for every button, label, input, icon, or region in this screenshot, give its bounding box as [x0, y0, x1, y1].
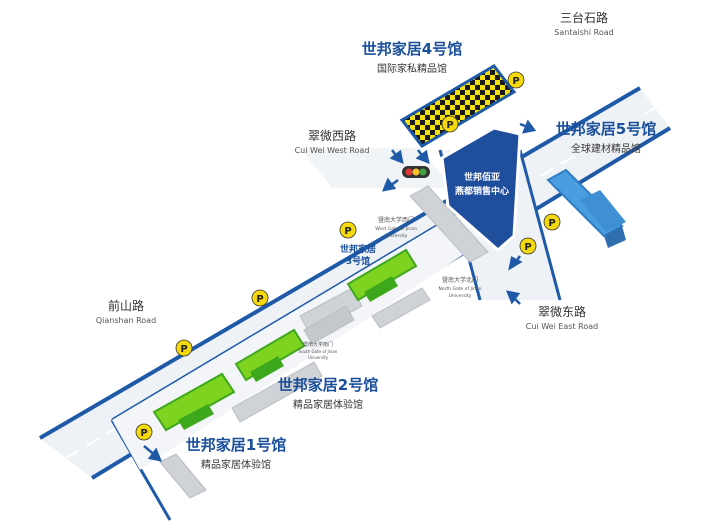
- gate-south-cn: 暨南大学南门: [303, 341, 333, 348]
- center-line2: 燕都销售中心: [455, 185, 509, 197]
- parking-icon: P: [507, 71, 525, 89]
- arrow-icon: [143, 445, 163, 462]
- svg-text:P: P: [344, 226, 351, 237]
- gate-north-en1: North Gate of Jinan: [438, 286, 481, 292]
- road-qianshan-en: Qianshan Road: [96, 316, 156, 325]
- gate-north-en2: University: [449, 293, 472, 299]
- parking-icon: P: [175, 339, 193, 357]
- sales-center-building[interactable]: 世邦佰亚 燕都销售中心: [440, 126, 522, 252]
- arrow-icon: [415, 149, 430, 165]
- hall-2-subtitle: 精品家居体验馆: [293, 398, 363, 411]
- gate-west-en2: University: [385, 233, 408, 239]
- parking-icon: P: [251, 289, 269, 307]
- gate-south-en1: South Gate of Jinan: [299, 349, 338, 354]
- hall-3-line2: 3号馆: [346, 255, 370, 267]
- svg-text:P: P: [256, 294, 263, 305]
- arrow-icon: [519, 119, 537, 134]
- parking-icon: P: [519, 237, 537, 255]
- hall-4-title: 世邦家居4号馆: [362, 40, 462, 58]
- svg-text:P: P: [548, 218, 555, 229]
- arrow-icon: [389, 149, 404, 165]
- hall-5-building[interactable]: [546, 168, 626, 248]
- campus-blocks: [159, 185, 489, 499]
- svg-text:P: P: [140, 428, 147, 439]
- svg-text:P: P: [180, 344, 187, 355]
- svg-text:P: P: [512, 76, 519, 87]
- hall-5-subtitle: 全球建材精品馆: [571, 142, 641, 155]
- arrow-icon: [381, 177, 399, 192]
- road-cuiwei-west-cn: 翠微西路: [308, 128, 356, 143]
- hall-3-building[interactable]: [346, 248, 418, 302]
- traffic-light-icon: [402, 166, 430, 178]
- hall-4-building[interactable]: [399, 64, 517, 148]
- gate-west-cn: 暨南大学西门: [378, 216, 414, 224]
- hall-2-title: 世邦家居2号馆: [278, 376, 378, 394]
- road-cuiwei-west-en: Cui Wei West Road: [295, 146, 370, 155]
- parking-icon: P: [339, 221, 357, 239]
- road-santaishi-en: Santaishi Road: [554, 28, 613, 37]
- parking-icons: P P P P P P P P: [135, 71, 561, 441]
- hall-1-title: 世邦家居1号馆: [186, 436, 286, 454]
- gate-north-cn: 暨南大学北门: [442, 276, 478, 284]
- road-cuiwei-east-en: Cui Wei East Road: [526, 322, 598, 331]
- svg-text:P: P: [446, 120, 453, 131]
- hall-4-subtitle: 国际家私精品馆: [377, 62, 447, 75]
- road-qianshan-cn: 前山路: [108, 298, 144, 313]
- hall-5-title: 世邦家居5号馆: [556, 120, 656, 138]
- center-line1: 世邦佰亚: [464, 171, 500, 183]
- hall-1-building[interactable]: [152, 372, 236, 432]
- gate-west-en1: West Gate of Jinan: [375, 226, 417, 232]
- svg-text:P: P: [524, 242, 531, 253]
- road-santaishi-cn: 三台石路: [560, 10, 608, 25]
- hall-3-line1: 世邦家居: [340, 243, 376, 255]
- hall-2-building[interactable]: [234, 328, 306, 382]
- arrow-icons: [143, 119, 537, 462]
- hall-1-subtitle: 精品家居体验馆: [201, 458, 271, 471]
- parking-icon: P: [441, 115, 459, 133]
- gate-south-en2: University: [308, 355, 329, 360]
- arrow-icon: [505, 290, 521, 305]
- parking-icon: P: [135, 423, 153, 441]
- arrow-icon: [508, 255, 523, 271]
- parking-icon: P: [543, 213, 561, 231]
- road-cuiwei-east-cn: 翠微东路: [538, 304, 586, 319]
